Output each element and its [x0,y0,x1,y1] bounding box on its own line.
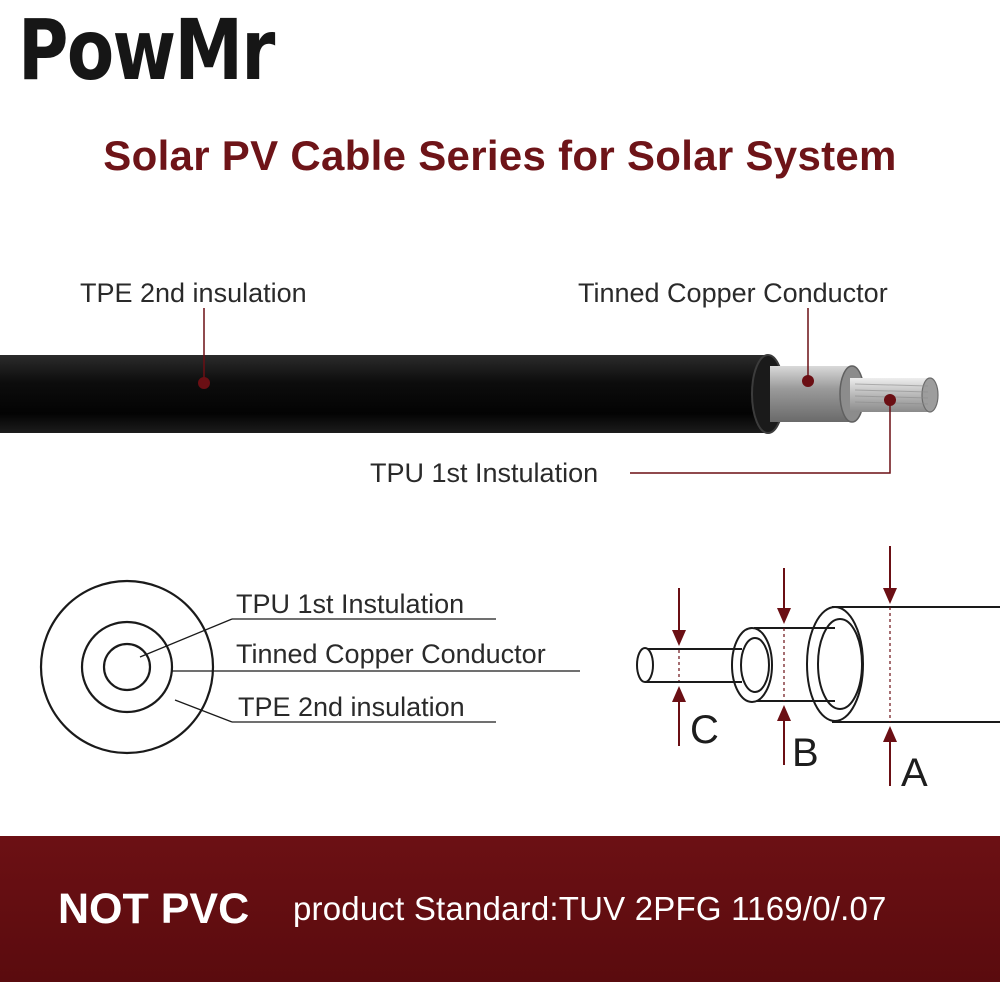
side-leaders [203,308,891,474]
not-pvc-tag: NOT PVC [58,885,250,933]
side-leader-dots [198,375,896,406]
cross-section [39,579,215,755]
cross-label-tpu: TPU 1st Instulation [236,589,465,619]
label-tpe-insulation: TPE 2nd insulation [80,278,307,308]
dimension-a: A [901,751,928,795]
dimension-drawing [636,606,1000,723]
dimension-arrows [672,546,897,786]
label-tpu-insulation: TPU 1st Instulation [370,458,599,488]
outer-jacket [0,355,770,433]
product-standard: product Standard:TUV 2PFG 1169/0/.07 [293,890,887,927]
label-tinned-copper: Tinned Copper Conductor [578,278,888,308]
footer-banner: NOT PVC product Standard:TUV 2PFG 1169/0… [0,836,1000,982]
cable-side-view [0,354,939,434]
dimension-c: C [690,708,719,752]
dimension-b: B [792,731,819,775]
conductor-end [921,377,939,413]
cross-label-tpe: TPE 2nd insulation [238,692,465,722]
page-title: Solar PV Cable Series for Solar System [103,132,897,179]
brand-logo: PowMr [18,4,330,96]
cable-diagram [0,308,1000,786]
inner-insulation [770,366,850,422]
logo-text: PowMr [18,1,275,99]
cross-section-leaders [139,618,580,723]
dimension-guides [678,607,891,722]
cross-label-conductor: Tinned Copper Conductor [236,639,546,669]
